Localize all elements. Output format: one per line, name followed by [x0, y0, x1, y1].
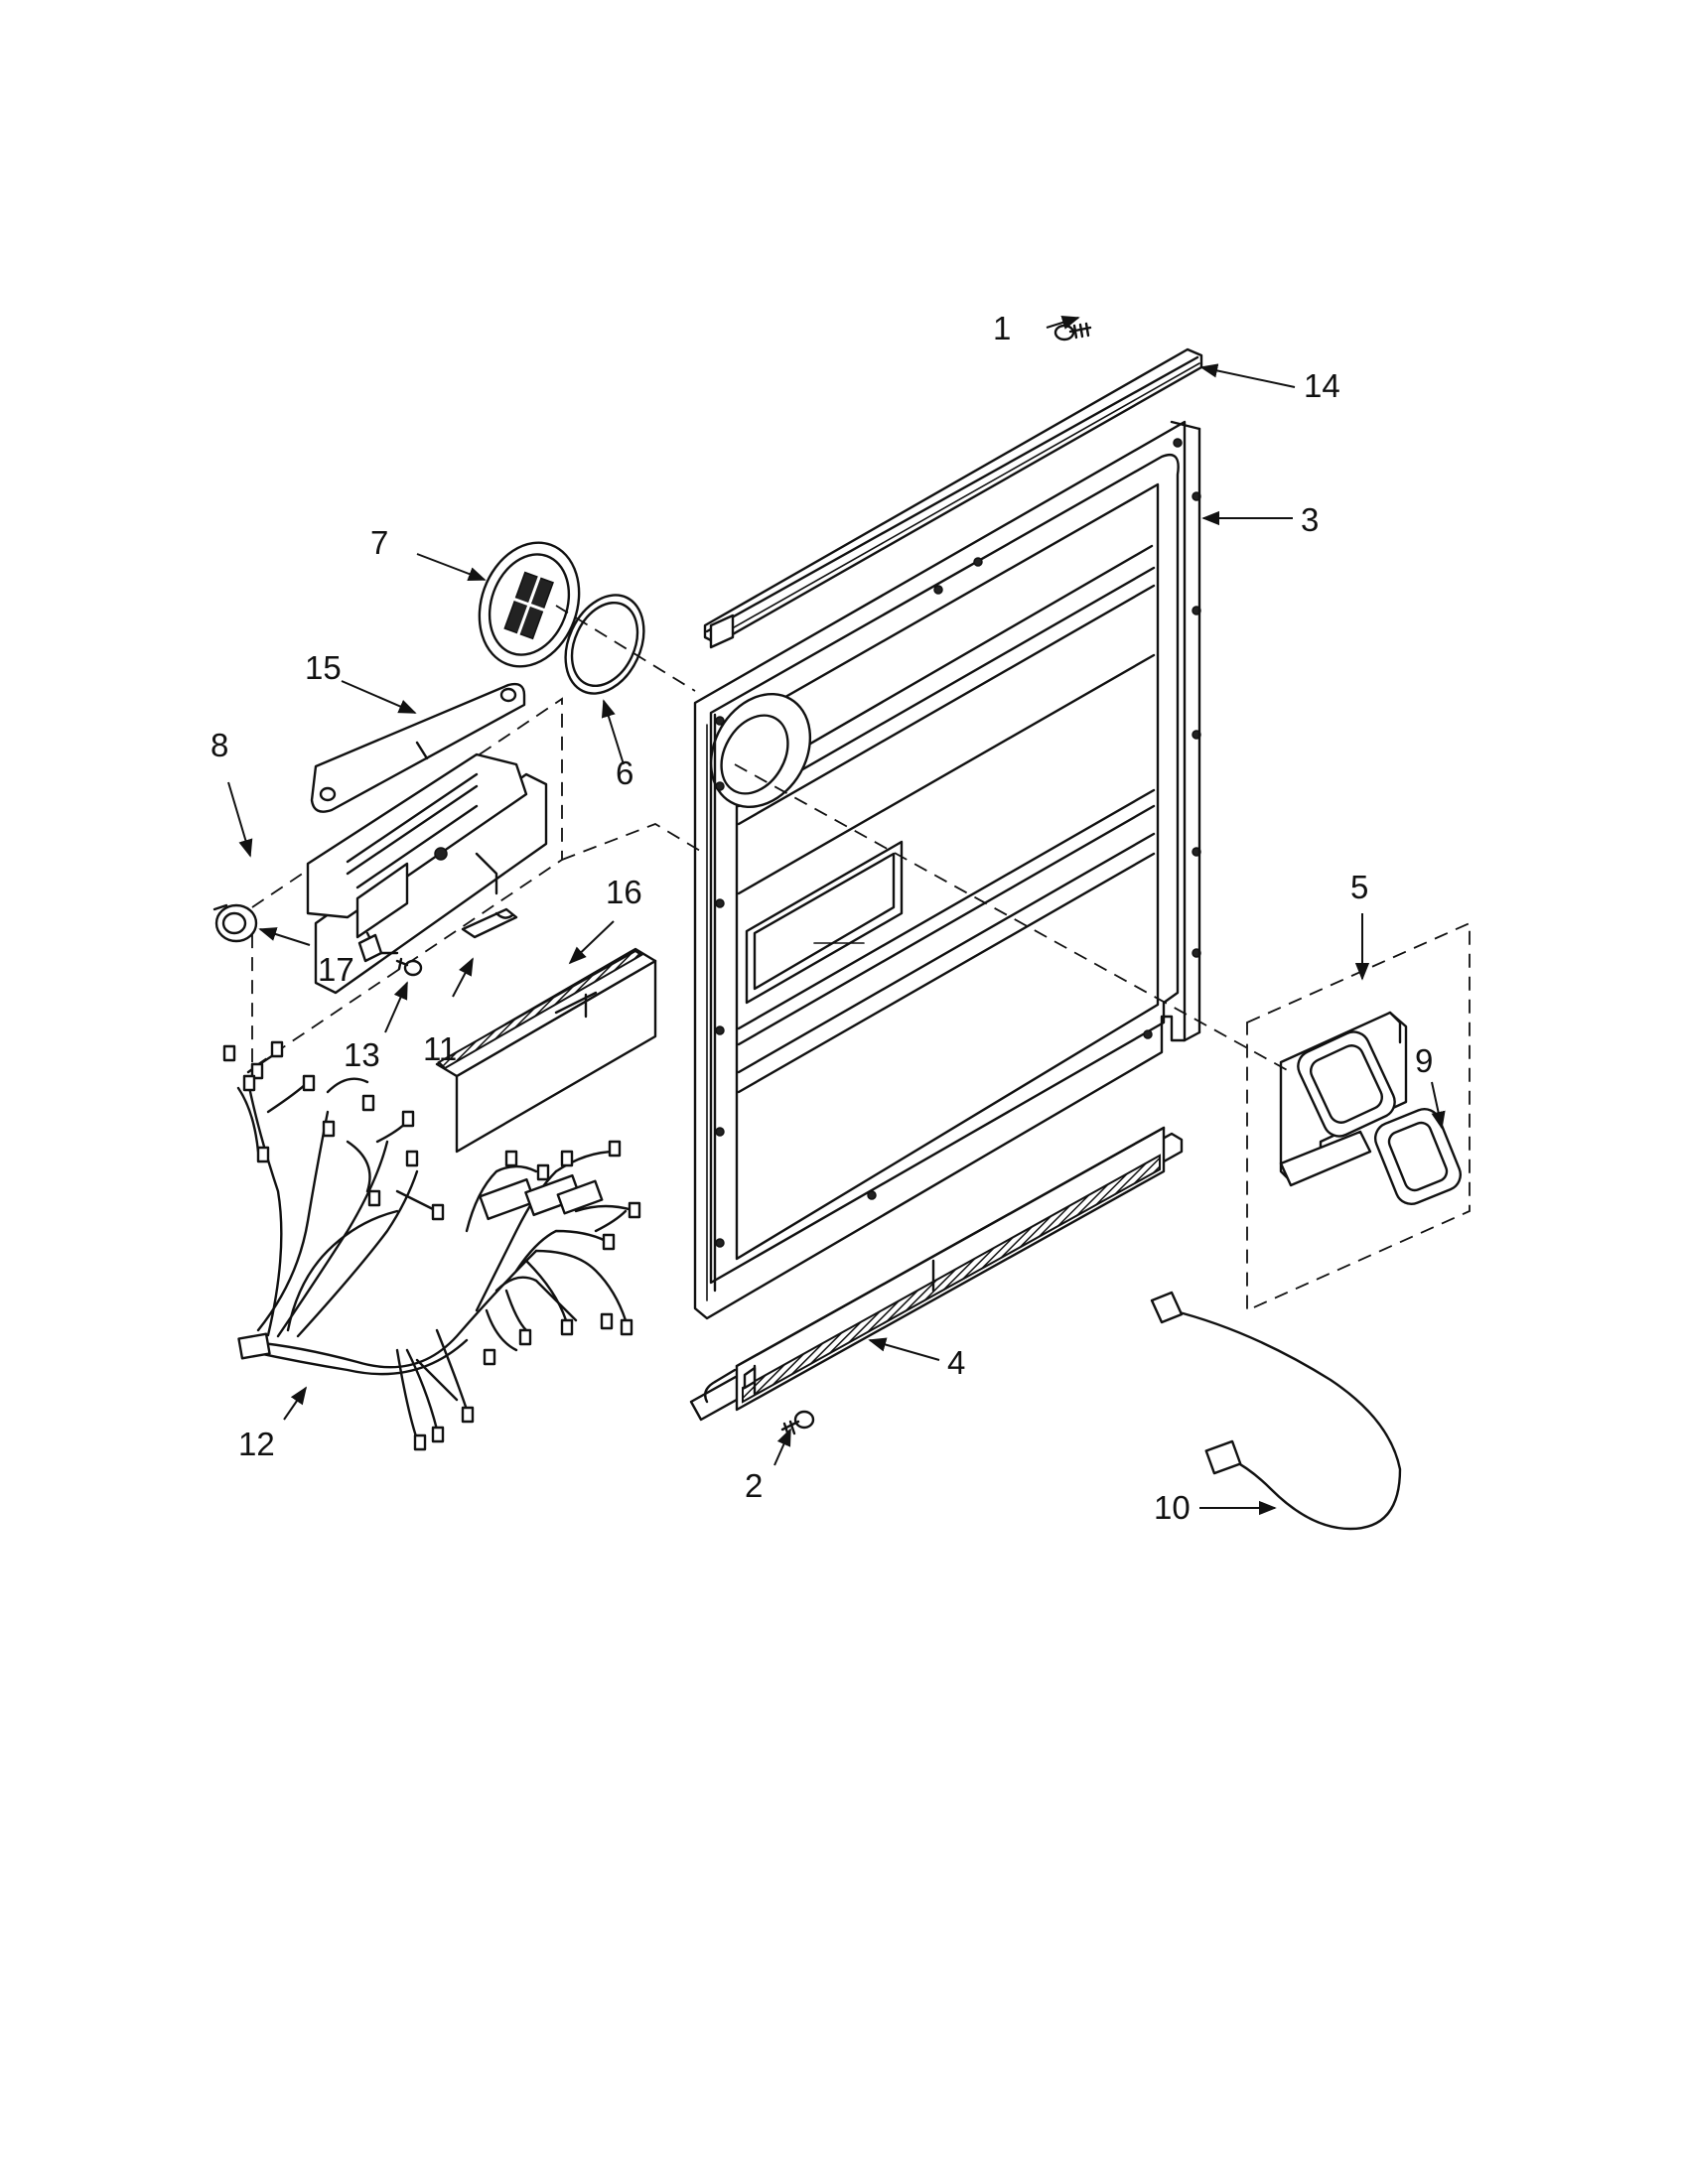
callout-labels: 1 2 3 4 5 6 7 8 9 10 11 12 13 14 15 16 1…	[210, 310, 1433, 1526]
assembly-lines	[555, 605, 1292, 1073]
cable	[1150, 1291, 1402, 1531]
screw-top	[1053, 322, 1092, 341]
screw-small	[395, 957, 423, 977]
callout-11: 11	[423, 1030, 457, 1067]
control-module	[251, 697, 563, 1070]
seal-ring	[1373, 1108, 1463, 1205]
handle-bracket	[310, 682, 526, 813]
bottom-trim-vent	[689, 1126, 1184, 1422]
callout-15: 15	[305, 649, 342, 686]
callout-10: 10	[1154, 1489, 1191, 1526]
wire-harness	[222, 1040, 641, 1451]
knob	[212, 903, 258, 943]
callout-16: 16	[606, 874, 642, 910]
callout-7: 7	[370, 524, 388, 561]
callout-4: 4	[947, 1344, 965, 1381]
gasket-ring	[564, 594, 645, 695]
callout-1: 1	[993, 310, 1011, 346]
insulation-panel	[435, 947, 657, 1154]
callout-17: 17	[318, 951, 354, 988]
callout-6: 6	[616, 754, 633, 791]
callout-12: 12	[238, 1426, 275, 1462]
clip	[461, 907, 518, 939]
callout-13: 13	[344, 1036, 380, 1073]
callout-8: 8	[210, 727, 228, 763]
leader-arrows	[227, 315, 1446, 1516]
callout-5: 5	[1350, 869, 1368, 905]
callout-14: 14	[1304, 367, 1340, 404]
callout-2: 2	[745, 1467, 763, 1504]
inner-door-panel	[693, 420, 1201, 1320]
latch-assembly	[1246, 921, 1471, 1312]
callout-9: 9	[1415, 1042, 1433, 1079]
vent-grille	[478, 541, 581, 668]
callout-3: 3	[1301, 501, 1319, 538]
screw-bottom	[780, 1410, 815, 1437]
